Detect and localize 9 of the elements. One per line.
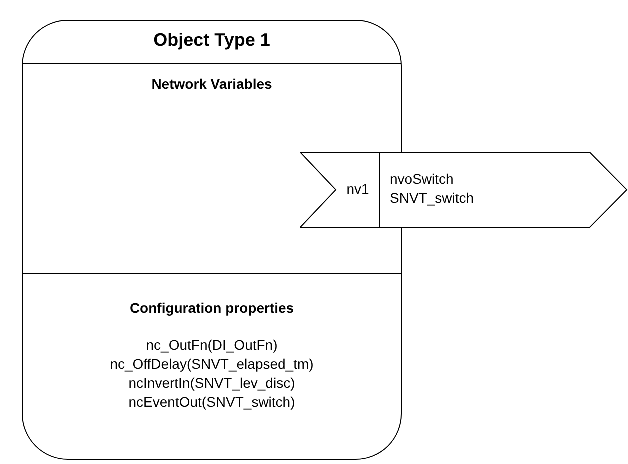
property-text: nc_OutFn(DI_OutFn) <box>145 336 279 355</box>
section-heading: Network Variables <box>150 76 274 92</box>
property-text: ncEventOut(SNVT_switch) <box>128 393 296 412</box>
variable-name: nvoSwitch SNVT_switch <box>390 170 476 208</box>
property-text: nc_OffDelay(SNVT_elapsed_tm) <box>109 355 315 374</box>
block-title: Object Type 1 <box>152 30 272 51</box>
section-heading: Configuration properties <box>128 300 296 316</box>
variable-index: nv1 <box>346 181 370 197</box>
property-text: ncInvertIn(SNVT_lev_disc) <box>128 374 296 393</box>
